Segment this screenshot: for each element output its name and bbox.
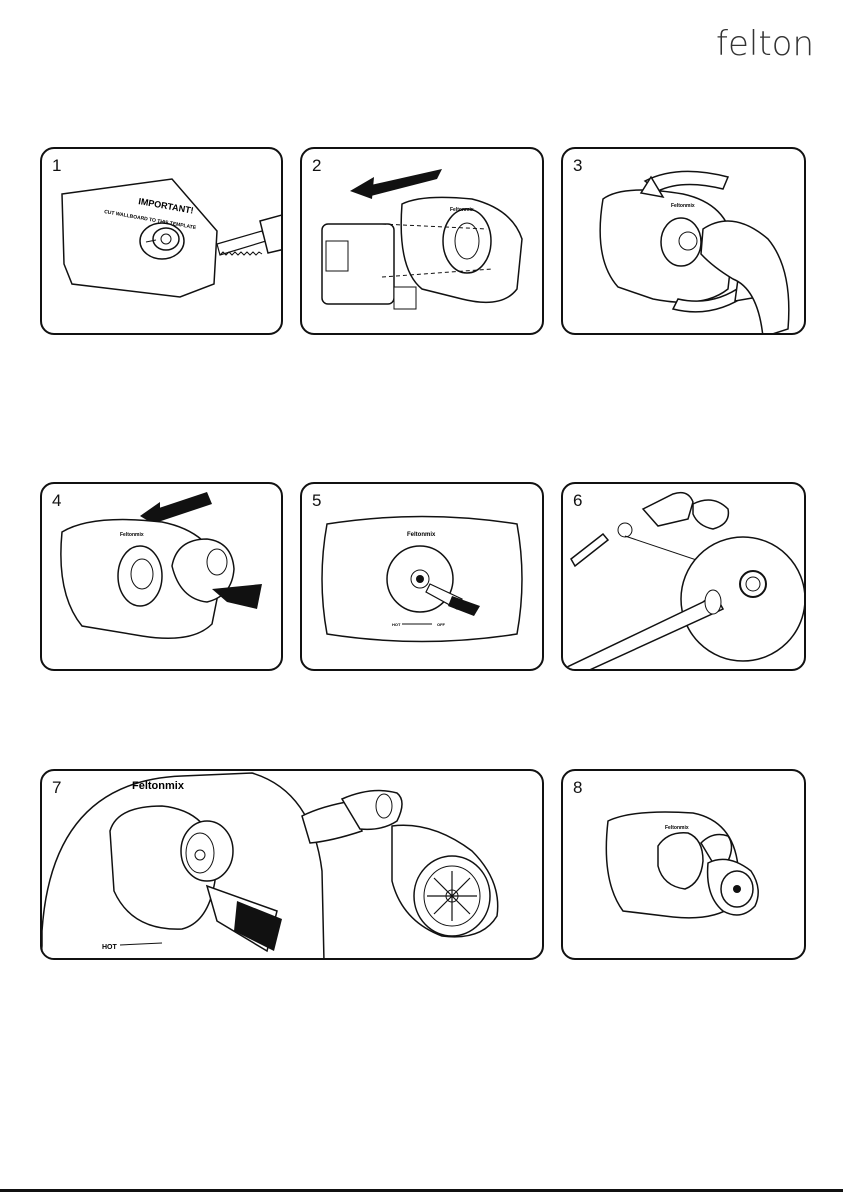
step-4-panel: 4 Feltonmix bbox=[40, 482, 283, 671]
step-8-panel: 8 Feltonmix bbox=[561, 769, 806, 960]
plate-brand: Feltonmix bbox=[120, 532, 144, 538]
step-1-panel: 1 IMPORTANT! CUT WALLBOARD TO THIS TEMPL… bbox=[40, 147, 283, 335]
installed-mixer-illustration: Feltonmix bbox=[563, 771, 806, 960]
hot-label: HOT bbox=[102, 944, 118, 951]
step-3-panel: 3 Feltonmix bbox=[561, 147, 806, 335]
mounting-plate-illustration: Feltonmix bbox=[302, 149, 544, 335]
plate-brand: Feltonmix bbox=[407, 532, 436, 538]
wallboard-template-illustration: IMPORTANT! CUT WALLBOARD TO THIS TEMPLAT… bbox=[42, 149, 283, 335]
hot-label: HOT bbox=[392, 622, 401, 627]
step-6-panel: 6 bbox=[561, 482, 806, 671]
plate-brand: Feltonmix bbox=[665, 825, 689, 831]
assembled-mixer-illustration: Feltonmix HOT OFF bbox=[302, 484, 544, 671]
step-5-panel: 5 Feltonmix HOT OFF bbox=[300, 482, 544, 671]
plate-brand: Feltonmix bbox=[450, 207, 474, 213]
felton-logo: felton bbox=[716, 22, 808, 66]
step-7-panel: 7 Feltonmix HOT bbox=[40, 769, 544, 960]
off-label: OFF bbox=[437, 622, 446, 627]
mixer-and-showerhead-closeup-illustration: Feltonmix HOT bbox=[42, 771, 544, 960]
shower-arm-illustration bbox=[563, 484, 806, 671]
fit-handle-illustration: Feltonmix bbox=[42, 484, 283, 671]
plate-brand: Feltonmix bbox=[132, 780, 185, 792]
plate-brand: Feltonmix bbox=[671, 203, 695, 209]
step-2-panel: 2 Feltonmix bbox=[300, 147, 544, 335]
tighten-fitting-illustration: Feltonmix bbox=[563, 149, 806, 335]
